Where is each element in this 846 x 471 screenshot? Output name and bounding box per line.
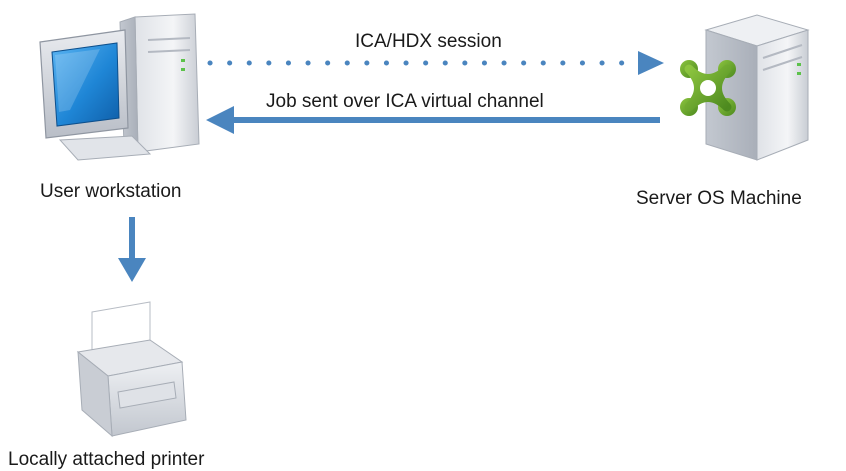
printer-arrow [118,217,146,282]
printer-label: Locally attached printer [8,449,205,470]
server-tower-icon [704,14,810,161]
workstation-label: User workstation [40,181,182,202]
ica-session-arrow [207,51,664,75]
desktop-computer-icon [39,13,200,161]
citrix-logo-icon [680,60,736,116]
session-label: ICA/HDX session [355,31,502,52]
job-channel-arrow [206,106,660,134]
server-label: Server OS Machine [636,188,802,209]
printer-icon [76,301,187,438]
job-channel-label: Job sent over ICA virtual channel [266,91,544,112]
